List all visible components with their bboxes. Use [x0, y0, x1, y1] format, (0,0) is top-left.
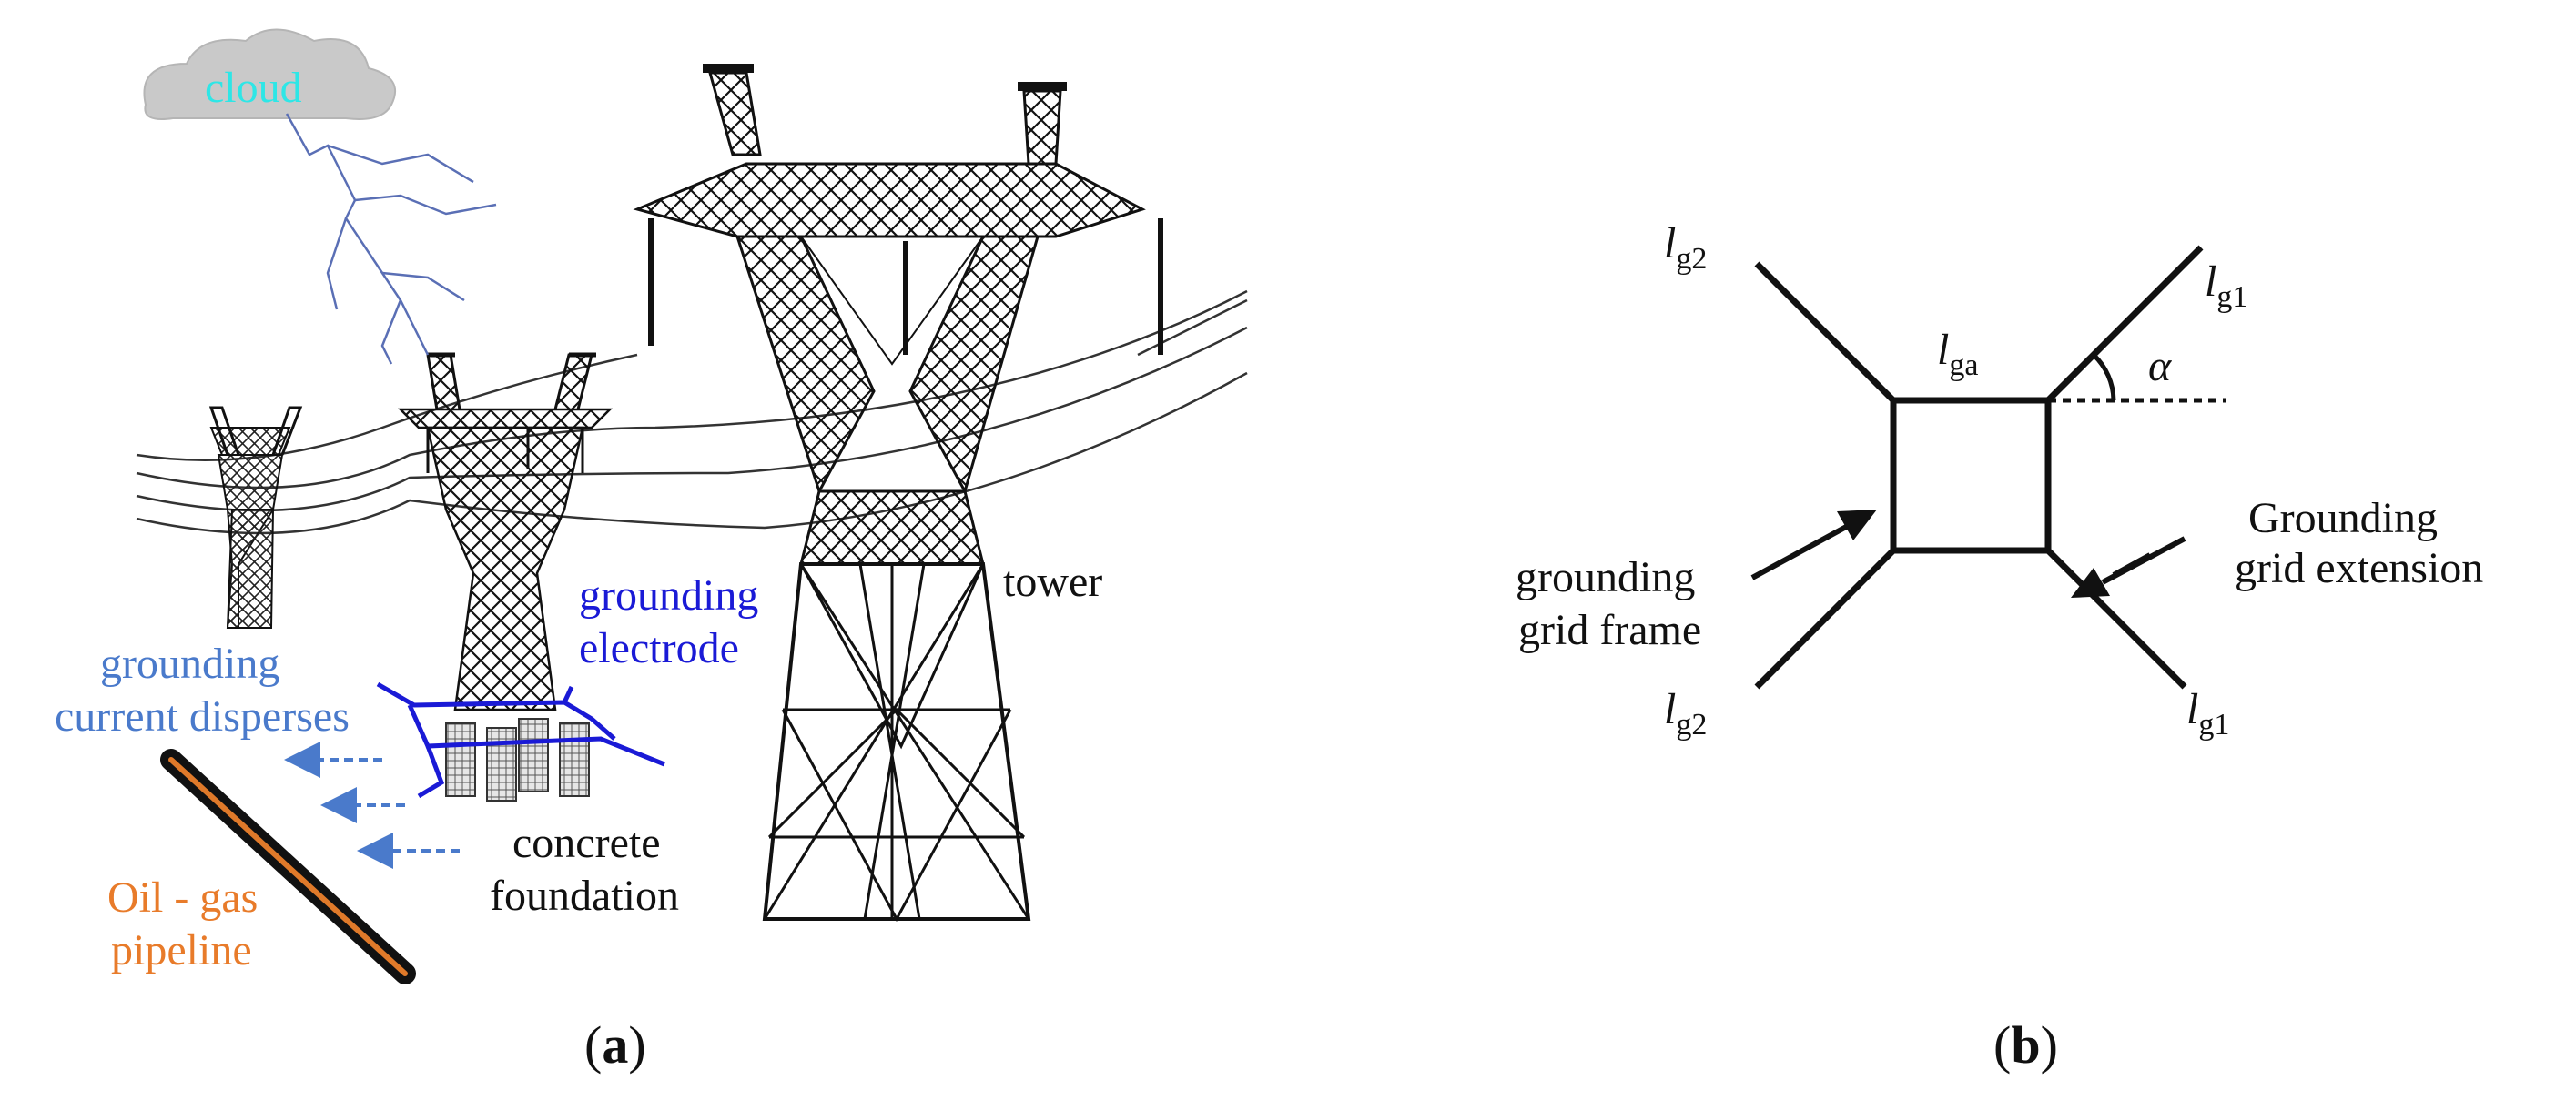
cloud	[143, 28, 396, 120]
grid-extension-line2: grid extension	[2235, 544, 2483, 592]
big-tower	[633, 64, 1163, 923]
cloud-label: cloud	[205, 64, 302, 112]
pipeline-label: Oil - gas pipeline	[107, 873, 269, 974]
panel-b: lg2 lg1 lga α lg2 lg1 grounding grid fra…	[1516, 219, 2483, 1075]
grid-frame-line2: grid frame	[1518, 606, 1701, 654]
oil-gas-pipeline	[160, 749, 416, 984]
grid-extension-label: Grounding grid extension	[2235, 494, 2483, 592]
lg2-top-label: lg2	[1664, 219, 1707, 276]
grounding-current-line1: grounding	[100, 640, 279, 688]
middle-tower	[397, 352, 614, 711]
extension-bottom-left	[1754, 548, 1896, 690]
extension-top-left	[1754, 261, 1896, 403]
pipeline-line1: Oil - gas	[107, 873, 258, 922]
concrete-foundation-label: concrete foundation	[490, 819, 679, 920]
grid-extension-line1: Grounding	[2248, 494, 2438, 542]
panel-a: cloud	[55, 28, 1248, 1075]
grounding-current-line2: current disperses	[55, 692, 350, 741]
concrete-foundation-line1: concrete	[512, 819, 661, 867]
grid-frame-label: grounding grid frame	[1516, 553, 1706, 654]
power-lines	[136, 289, 1248, 535]
grounding-electrode-label: grounding electrode	[579, 571, 769, 672]
tower-label: tower	[1003, 558, 1102, 606]
grid-diagram	[1754, 245, 2204, 690]
lg1-bottom-label: lg1	[2186, 685, 2229, 742]
concrete-foundation-line2: foundation	[490, 872, 679, 920]
concrete-foundations	[445, 718, 590, 802]
lga-label: lga	[1937, 326, 1978, 382]
insulators	[648, 218, 1163, 355]
lightning-bolt	[285, 113, 497, 365]
pipeline-line2: pipeline	[111, 926, 252, 974]
grid-frame-line1: grounding	[1516, 553, 1695, 601]
grounding-current-label: grounding current disperses	[55, 640, 350, 741]
extension-top-right	[2045, 245, 2204, 403]
extension-arrow	[2071, 536, 2186, 598]
grounding-electrode	[376, 681, 665, 799]
grounding-electrode-line2: electrode	[579, 624, 739, 672]
current-arrows	[284, 742, 460, 869]
panel-a-label: (a)	[584, 1015, 646, 1075]
angle-arc	[2092, 353, 2116, 401]
grounding-electrode-line1: grounding	[579, 571, 758, 620]
peak-cap-left	[703, 64, 754, 73]
frame-arrow	[1750, 510, 1877, 580]
extension-bottom-right	[2045, 548, 2187, 690]
lg1-top-label: lg1	[2205, 257, 2247, 314]
lg2-bottom-label: lg2	[1664, 685, 1707, 742]
far-tower	[208, 406, 303, 629]
peak-cap-right	[1018, 82, 1067, 91]
alpha-label: α	[2148, 342, 2172, 390]
grounding-grid-frame	[1890, 397, 2052, 554]
panel-b-label: (b)	[1993, 1015, 2058, 1075]
